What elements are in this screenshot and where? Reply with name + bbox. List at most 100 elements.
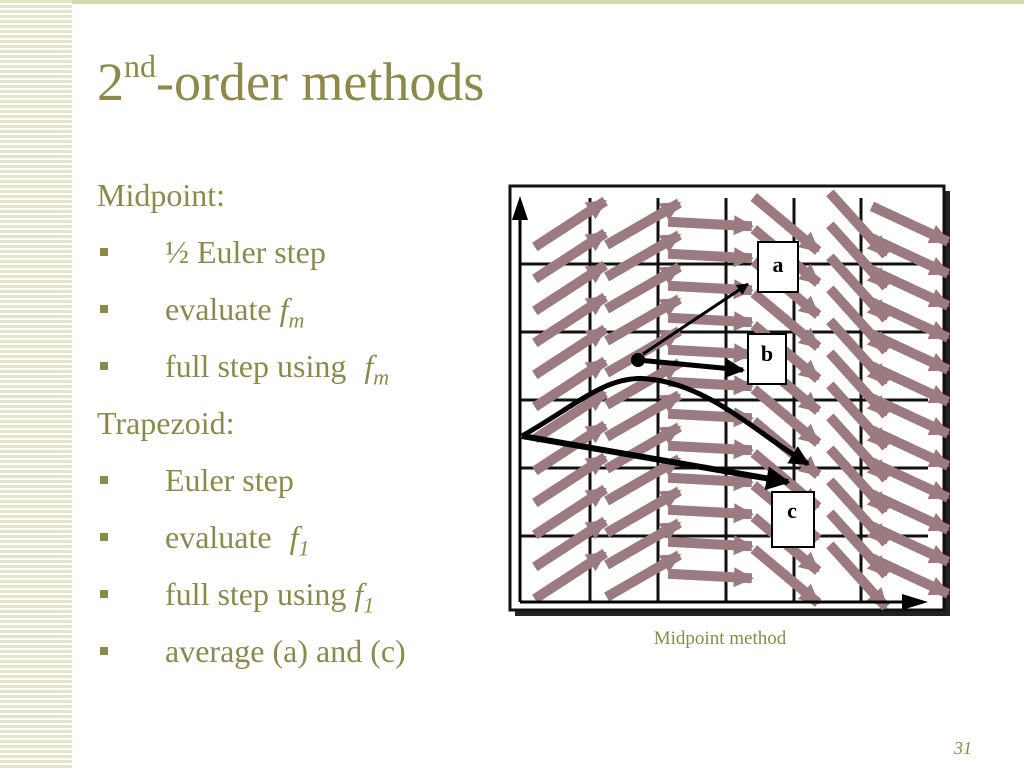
- vector-field: [532, 189, 950, 611]
- midpoint-method-figure: a b c: [508, 184, 950, 616]
- field-arrow: [532, 516, 608, 572]
- bullet-item: full step using fm: [97, 343, 497, 400]
- field-arrow: [869, 265, 950, 311]
- field-arrow: [667, 503, 754, 524]
- bullet-item: average (a) and (c): [97, 628, 497, 685]
- trapezoid-heading: Trapezoid:: [97, 405, 235, 441]
- field-arrow: [604, 550, 682, 602]
- half-step-arrow: [642, 282, 749, 356]
- field-arrow: [869, 553, 950, 599]
- square-bullet-icon: [100, 590, 108, 598]
- solution-paths: [520, 282, 810, 491]
- field-arrow: [750, 385, 822, 447]
- field-arrow: [532, 548, 608, 604]
- label-b: b: [747, 333, 787, 385]
- field-arrow: [604, 518, 682, 570]
- field-arrow: [667, 439, 754, 460]
- label-a: a: [757, 241, 799, 293]
- field-arrow: [532, 292, 608, 348]
- field-arrow: [869, 521, 950, 567]
- field-arrow: [869, 489, 950, 535]
- field-arrow: [604, 230, 682, 282]
- midpoint-derivative-arrow: [637, 357, 745, 379]
- field-arrow: [667, 567, 754, 588]
- x-axis-arrow-icon: [902, 594, 928, 610]
- field-arrow: [869, 361, 950, 407]
- field-arrow: [667, 375, 754, 396]
- field-arrow: [532, 356, 608, 412]
- field-arrow: [869, 425, 950, 471]
- bullet-text: full step using: [165, 348, 347, 384]
- bullet-text: full step using: [165, 576, 347, 612]
- field-arrow: [604, 454, 682, 506]
- field-arrow: [826, 541, 890, 611]
- title-superscript: nd: [124, 48, 156, 84]
- bullet-text: average (a) and (c): [165, 633, 406, 669]
- bullet-item: Euler step: [97, 457, 497, 514]
- field-arrow: [604, 294, 682, 346]
- field-arrow: [532, 420, 608, 476]
- square-bullet-icon: [100, 248, 108, 256]
- math-variable: f1: [289, 519, 310, 561]
- top-rule: [72, 0, 1024, 4]
- field-arrow: [750, 545, 822, 607]
- field-arrow: [667, 343, 754, 364]
- field-arrow: [667, 215, 754, 236]
- field-arrow: [532, 452, 608, 508]
- square-bullet-icon: [100, 362, 108, 370]
- field-arrow: [869, 393, 950, 439]
- square-bullet-icon: [100, 476, 108, 484]
- square-bullet-icon: [100, 533, 108, 541]
- bullet-text: evaluate: [165, 291, 272, 327]
- bullet-text: evaluate: [165, 519, 272, 555]
- field-arrow: [604, 390, 682, 442]
- decorative-stripes: [0, 0, 72, 768]
- midpoint-heading: Midpoint:: [97, 177, 226, 213]
- slide-title: 2nd-order methods: [97, 38, 484, 114]
- field-arrow: [750, 193, 822, 255]
- field-arrow: [869, 329, 950, 375]
- field-arrow: [667, 247, 754, 268]
- math-variable: fm: [279, 291, 305, 333]
- page-number: 31: [954, 738, 972, 758]
- field-arrow: [667, 535, 754, 556]
- math-variable: f1: [354, 576, 375, 618]
- title-rest: -order methods: [156, 52, 485, 112]
- field-arrow: [869, 297, 950, 343]
- bullet-text: ½ Euler step: [165, 234, 326, 270]
- math-variable: fm: [364, 348, 390, 390]
- square-bullet-icon: [100, 647, 108, 655]
- field-arrow: [532, 228, 608, 284]
- field-arrow: [532, 324, 608, 380]
- figure-caption: Midpoint method: [653, 628, 787, 649]
- field-arrow: [532, 196, 608, 252]
- field-arrow: [604, 422, 682, 474]
- field-arrow: [667, 311, 754, 332]
- field-arrow: [667, 471, 754, 492]
- bullet-item: ½ Euler step: [97, 229, 497, 286]
- field-arrow: [604, 358, 682, 410]
- field-arrow: [869, 457, 950, 503]
- field-arrow: [532, 388, 608, 444]
- euler-step-arrow: [521, 433, 791, 491]
- field-arrow: [750, 289, 822, 351]
- field-arrow: [604, 262, 682, 314]
- field-arrow: [532, 484, 608, 540]
- svg-text:c: c: [787, 498, 797, 523]
- bullet-text: Euler step: [165, 462, 294, 498]
- label-c: c: [771, 491, 815, 548]
- true-solution-curve: [520, 375, 810, 467]
- y-axis-arrow-icon: [512, 196, 528, 220]
- svg-text:b: b: [761, 341, 773, 366]
- svg-text:a: a: [773, 252, 784, 277]
- bullet-item: evaluate f1: [97, 514, 497, 571]
- square-bullet-icon: [100, 305, 108, 313]
- field-arrow: [869, 201, 950, 247]
- field-arrow: [869, 233, 950, 279]
- title-lead: 2: [97, 52, 124, 112]
- axes: [512, 196, 928, 610]
- field-arrow: [604, 198, 682, 250]
